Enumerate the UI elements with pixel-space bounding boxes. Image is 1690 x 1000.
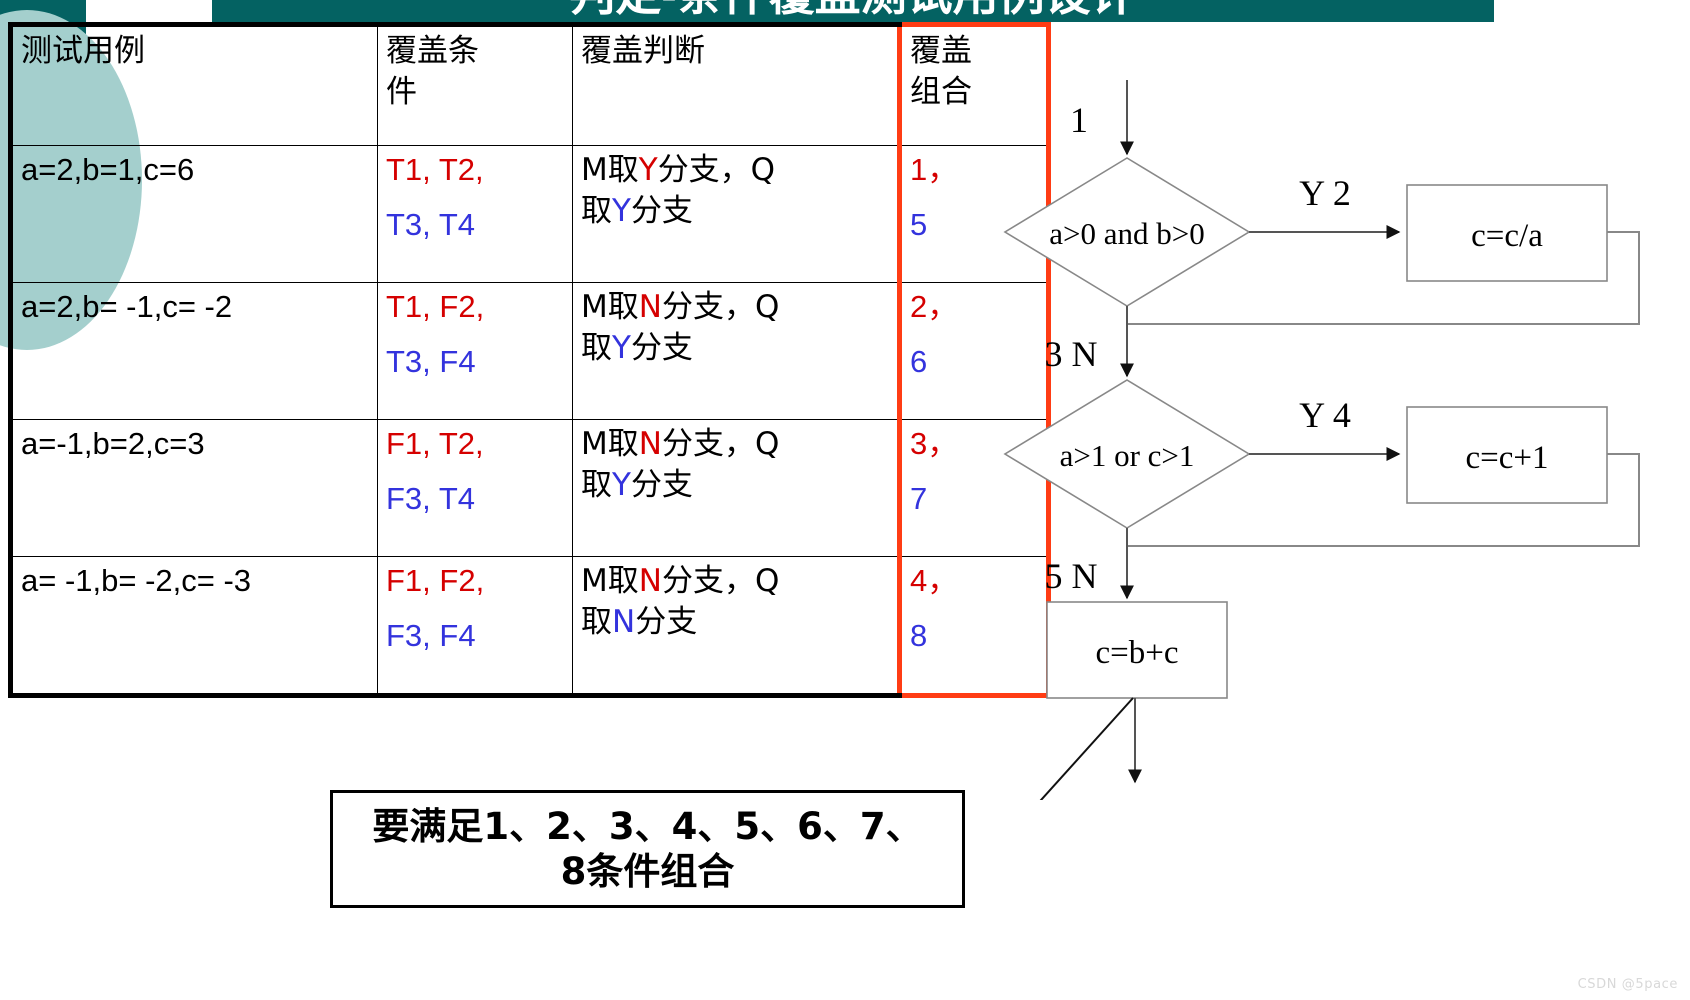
cell-conditions: F1, T2, F3, T4 bbox=[377, 419, 573, 557]
cell-decision-middle: 分支，Q bbox=[657, 152, 776, 188]
cell-decision-branch1: N bbox=[638, 289, 662, 325]
cell-decision-second-prefix: 取 bbox=[581, 603, 612, 640]
cell-conditions-blue: F3, T4 bbox=[386, 480, 476, 516]
cell-conditions-blue: T3, F4 bbox=[386, 343, 476, 379]
header-coverage-combination-line2: 组合 bbox=[910, 73, 972, 110]
cell-conditions-red: F1, F2, bbox=[386, 563, 485, 598]
cell-decision: M取N分支，Q 取Y分支 bbox=[572, 419, 900, 557]
cell-conditions: F1, F2, F3, F4 bbox=[377, 556, 573, 698]
cell-conditions: T1, F2, T3, F4 bbox=[377, 282, 573, 420]
cell-decision-branch2: Y bbox=[612, 466, 631, 503]
cell-decision-branch2: N bbox=[612, 603, 636, 640]
header-coverage-condition-line2: 件 bbox=[386, 73, 417, 110]
cell-conditions-blue: F3, F4 bbox=[386, 617, 476, 653]
process-node-1 bbox=[1406, 184, 1608, 282]
cell-combination: 1， 5 bbox=[897, 145, 1051, 283]
cell-decision-middle: 分支，Q bbox=[661, 426, 780, 462]
cell-testcase: a=-1,b=2,c=3 bbox=[8, 419, 378, 557]
watermark: CSDN @5pace bbox=[1577, 977, 1678, 992]
coverage-table: 测试用例 覆盖条 件 覆盖判断 覆盖 组合 a=2,b=1,c=6 T1, T2… bbox=[8, 22, 1051, 698]
cell-testcase: a= -1,b= -2,c= -3 bbox=[8, 556, 378, 698]
cell-conditions-red: T1, T2, bbox=[386, 152, 484, 187]
cell-combination-blue: 5 bbox=[910, 206, 928, 242]
entry-label: 1 bbox=[1070, 100, 1088, 140]
table-header-row: 测试用例 覆盖条 件 覆盖判断 覆盖 组合 bbox=[8, 22, 1051, 146]
process-1-return-path bbox=[1127, 231, 1640, 325]
decision-1-no-label: 3 N bbox=[1045, 334, 1098, 374]
cell-decision-second-prefix: 取 bbox=[581, 329, 612, 366]
cell-decision-prefix: M取 bbox=[581, 563, 639, 599]
cell-combination-blue: 8 bbox=[910, 617, 928, 653]
cell-decision-branch1: Y bbox=[638, 152, 658, 188]
table-row: a= -1,b= -2,c= -3 F1, F2, F3, F4 M取N分支，Q… bbox=[8, 556, 1051, 698]
process-2-return-path bbox=[1127, 453, 1640, 547]
decision-node-2-label: a>1 or c>1 bbox=[1060, 438, 1195, 473]
cell-decision-middle: 分支，Q bbox=[661, 289, 780, 325]
header-testcase: 测试用例 bbox=[8, 22, 378, 146]
cell-decision-branch2: Y bbox=[612, 329, 631, 366]
caption-leader-line bbox=[1039, 697, 1134, 800]
cell-decision-prefix: M取 bbox=[581, 426, 639, 462]
cell-combination-red: 2， bbox=[910, 289, 959, 324]
cell-combination-red: 4， bbox=[910, 563, 959, 598]
cell-decision-suffix: 分支 bbox=[630, 329, 693, 366]
header-coverage-condition-line1: 覆盖条 bbox=[386, 33, 479, 69]
cell-decision-suffix: 分支 bbox=[630, 466, 693, 503]
process-node-2 bbox=[1406, 406, 1608, 504]
cell-decision-branch1: N bbox=[638, 426, 662, 462]
header-coverage-condition: 覆盖条 件 bbox=[377, 22, 573, 146]
cell-combination-red: 3， bbox=[910, 426, 959, 461]
table-row: a=2,b= -1,c= -2 T1, F2, T3, F4 M取N分支，Q 取Y… bbox=[8, 282, 1051, 420]
process-node-3 bbox=[1046, 601, 1228, 699]
process-node-1-label: c=c/a bbox=[1471, 218, 1543, 254]
cell-combination-blue: 6 bbox=[910, 343, 928, 379]
cell-combination: 4， 8 bbox=[897, 556, 1051, 698]
cell-decision-branch1: N bbox=[638, 563, 662, 599]
cell-decision-suffix: 分支 bbox=[635, 603, 698, 640]
decision-1-yes-label: Y 2 bbox=[1299, 173, 1351, 213]
cell-decision-prefix: M取 bbox=[581, 152, 639, 188]
header-coverage-combination: 覆盖 组合 bbox=[897, 22, 1051, 146]
caption-line-1: 要满足1、2、3、4、5、6、7、 bbox=[372, 804, 923, 848]
process-node-2-label: c=c+1 bbox=[1465, 440, 1548, 476]
caption-line-2: 8条件组合 bbox=[560, 850, 735, 893]
cell-decision-branch2: Y bbox=[612, 192, 631, 229]
process-node-3-label: c=b+c bbox=[1095, 635, 1178, 671]
cell-conditions-red: T1, F2, bbox=[386, 289, 485, 324]
decision-2-yes-label: Y 4 bbox=[1299, 395, 1351, 435]
cell-decision-second-prefix: 取 bbox=[581, 466, 612, 503]
cell-conditions-blue: T3, T4 bbox=[386, 206, 476, 242]
header-coverage-combination-line1: 覆盖 bbox=[910, 33, 972, 69]
cell-combination-blue: 7 bbox=[910, 480, 928, 516]
cell-conditions: T1, T2, T3, T4 bbox=[377, 145, 573, 283]
cell-decision-prefix: M取 bbox=[581, 289, 639, 325]
header-coverage-decision: 覆盖判断 bbox=[572, 22, 900, 146]
cell-decision-second-prefix: 取 bbox=[581, 192, 612, 229]
program-flowchart: 1 a>0 and b>0 Y 2 c=c/a 3 N a>1 or c>1 Y… bbox=[975, 80, 1690, 800]
cell-decision-middle: 分支，Q bbox=[661, 563, 780, 599]
decision-node-1-label: a>0 and b>0 bbox=[1049, 216, 1204, 251]
decision-2-no-label: 5 N bbox=[1045, 556, 1098, 596]
slide-title-bar bbox=[212, 0, 1494, 22]
cell-combination-red: 1， bbox=[910, 152, 959, 187]
cell-testcase: a=2,b=1,c=6 bbox=[8, 145, 378, 283]
cell-decision-suffix: 分支 bbox=[630, 192, 693, 229]
cell-conditions-red: F1, T2, bbox=[386, 426, 484, 461]
cell-decision: M取N分支，Q 取Y分支 bbox=[572, 282, 900, 420]
cell-combination: 2， 6 bbox=[897, 282, 1051, 420]
cell-testcase: a=2,b= -1,c= -2 bbox=[8, 282, 378, 420]
slide-title: 判定-条件覆盖测试用例设计 bbox=[212, 0, 1494, 22]
caption-box: 要满足1、2、3、4、5、6、7、 8条件组合 bbox=[330, 790, 965, 908]
